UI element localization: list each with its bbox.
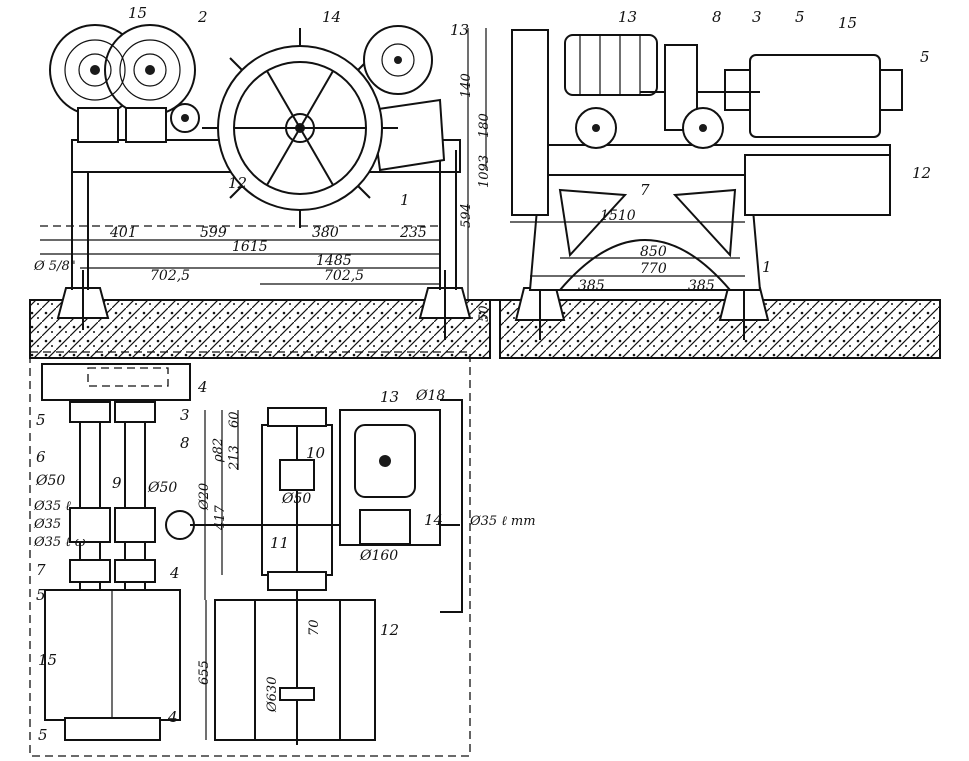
- dimension-label: Ø50: [281, 491, 311, 507]
- part-label: 15: [128, 4, 147, 22]
- part-label: 14: [322, 8, 341, 26]
- part-label: 7: [640, 181, 650, 199]
- part-label: 3: [752, 8, 762, 26]
- dimension-label: 60: [227, 411, 242, 428]
- front-elevation-view: [40, 24, 487, 300]
- part-label: 2: [197, 8, 208, 26]
- dimension-label: Ø20: [197, 483, 212, 511]
- part-label: 5: [38, 726, 48, 744]
- dimension-label: 1510: [600, 208, 636, 224]
- dimension-label: 70: [307, 619, 322, 636]
- dimension-label: 770: [640, 261, 667, 277]
- part-label: 12: [228, 174, 247, 192]
- part-label: 4: [167, 708, 178, 726]
- gear-pair: [49, 24, 196, 116]
- part-label: 3: [180, 406, 190, 424]
- dimension-label: Ø35 ℓ mm: [469, 514, 536, 529]
- part-label: 14: [424, 511, 443, 529]
- dimension-label: 417: [213, 504, 228, 531]
- dimension-label: 1485: [316, 253, 352, 269]
- part-label: 4: [169, 564, 180, 582]
- part-label: 9: [112, 474, 122, 492]
- dimension-label: 180: [477, 113, 492, 138]
- flywheel: [202, 28, 398, 228]
- part-label: 8: [712, 8, 722, 26]
- dimensions: 140 180 1093 594 50 401 599 380 235 1615…: [33, 73, 715, 713]
- part-label: 4: [197, 378, 208, 396]
- part-labels: 15 2 14 13 12 1 13 8 3 5 15 5 12 7 1 4 5…: [36, 4, 931, 744]
- dimension-label: Ø18: [415, 388, 445, 404]
- part-label: 11: [270, 534, 289, 552]
- motor-front: [363, 25, 433, 95]
- plan-view: [29, 351, 471, 757]
- dimension-label: Ø35 ℓ: [33, 499, 71, 514]
- dimension-label: 702,5: [150, 268, 190, 284]
- part-label: 12: [912, 164, 931, 182]
- dimension-label: 1093: [477, 155, 492, 188]
- part-label: 13: [450, 21, 469, 39]
- dimension-label: 594: [459, 203, 474, 228]
- part-label: 15: [38, 651, 57, 669]
- part-label: 5: [795, 8, 805, 26]
- part-label: 13: [380, 388, 399, 406]
- dimension-label: 50: [477, 305, 492, 322]
- dimension-label: 1615: [232, 239, 268, 255]
- foundation-floor: [29, 299, 941, 359]
- dimension-label: 140: [459, 73, 474, 98]
- dimension-label: 385: [688, 278, 715, 294]
- part-label: 8: [180, 434, 190, 452]
- dimension-label: Ø50: [147, 480, 177, 496]
- part-label: 15: [838, 14, 857, 32]
- part-label: 7: [36, 561, 46, 579]
- part-label: 5: [36, 586, 46, 604]
- dimension-label: 213: [227, 445, 242, 471]
- part-label: 10: [306, 444, 326, 462]
- part-label: 6: [36, 448, 46, 466]
- dimension-label: 655: [197, 660, 212, 685]
- side-elevation-view: [510, 29, 903, 291]
- dimension-label: 850: [640, 244, 667, 260]
- dimension-label: 235: [399, 225, 427, 241]
- part-label: 12: [380, 621, 399, 639]
- dimension-label: 702,5: [324, 268, 364, 284]
- part-label: 1: [400, 191, 410, 209]
- dimension-label: Ø 5/8": [33, 259, 76, 274]
- dimension-label: 380: [312, 225, 339, 241]
- dimension-label: Ø35 ℓ ω: [33, 535, 86, 550]
- dimension-label: Ø630: [265, 677, 280, 713]
- dimension-label: 401: [109, 225, 137, 241]
- dimension-label: Ø160: [359, 548, 398, 564]
- dimension-label: 599: [200, 225, 227, 241]
- anchor-foot-left: [56, 270, 110, 330]
- part-label: 1: [762, 258, 772, 276]
- part-label: 5: [36, 411, 46, 429]
- dimension-label: ρ82: [211, 438, 226, 463]
- anchor-foot-right: [418, 270, 472, 340]
- part-label: 5: [920, 48, 930, 66]
- dimension-label: Ø50: [35, 473, 65, 489]
- part-label: 13: [618, 8, 637, 26]
- dimension-label: 385: [578, 278, 605, 294]
- dimension-label: Ø35: [33, 517, 61, 532]
